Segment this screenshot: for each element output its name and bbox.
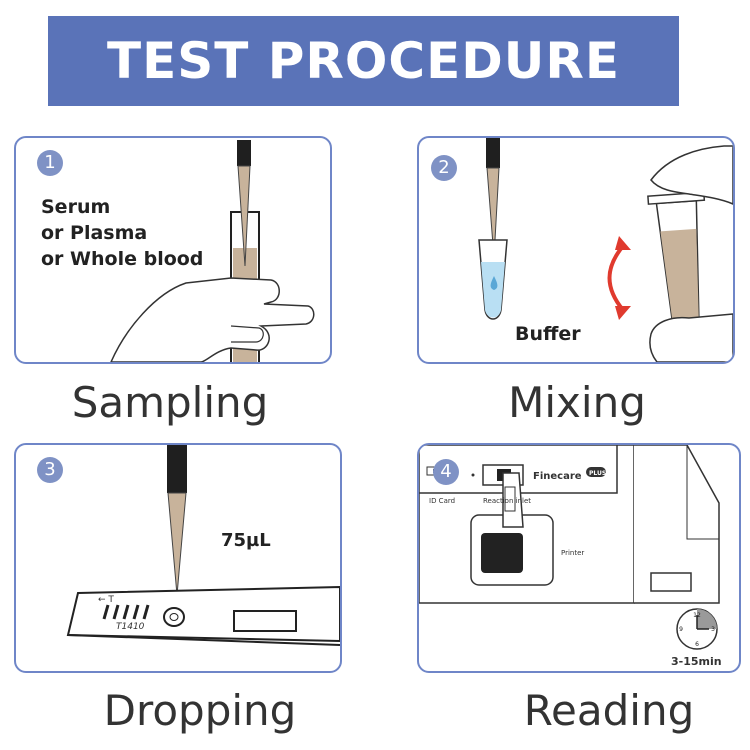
id-card-label: ID Card xyxy=(429,497,456,505)
mixing-illustration xyxy=(478,138,733,362)
step-number-badge: 1 xyxy=(37,150,63,176)
step-number-badge: 3 xyxy=(37,457,63,483)
sample-type-label: or Plasma xyxy=(41,222,148,244)
step-1-caption: Sampling xyxy=(71,378,269,427)
step-4-caption: Reading xyxy=(523,686,695,735)
step-3-caption: Dropping xyxy=(103,686,297,735)
buffer-label: Buffer xyxy=(515,323,581,345)
reading-illustration: 12 3 6 9 xyxy=(419,445,720,650)
clock-number: 12 xyxy=(693,612,701,619)
clock-number: 9 xyxy=(679,626,683,633)
brand-logo: Finecare xyxy=(533,471,582,482)
step-2-caption: Mixing xyxy=(508,378,646,427)
sample-type-label: Serum xyxy=(41,196,111,218)
strip-arrow-label: ← T xyxy=(98,595,114,605)
step-4-panel: 12 3 6 9 4 ID Card Reaction inlet Fineca… xyxy=(417,443,741,673)
clock-number: 3 xyxy=(711,626,715,633)
strip-lot-label: T1410 xyxy=(116,622,145,632)
sampling-illustration xyxy=(110,140,315,362)
dropping-illustration xyxy=(66,445,340,646)
step-number-badge: 4 xyxy=(433,459,459,485)
time-label: 3-15min xyxy=(671,655,722,668)
sample-type-label: or Whole blood xyxy=(41,248,204,270)
brand-badge: PLUS xyxy=(589,470,607,477)
step-2-panel: 2 Buffer xyxy=(417,136,735,364)
printer-label: Printer xyxy=(561,549,585,557)
volume-label: 75µL xyxy=(221,530,271,551)
page-title: TEST PROCEDURE xyxy=(48,16,679,106)
step-3-panel: 3 75µL ← T T1410 xyxy=(14,443,342,673)
step-number-badge: 2 xyxy=(431,155,457,181)
clock-number: 6 xyxy=(695,641,699,648)
reaction-inlet-label: Reaction inlet xyxy=(483,497,532,505)
step-1-panel: 1 Serum or Plasma or Whole blood xyxy=(14,136,332,364)
